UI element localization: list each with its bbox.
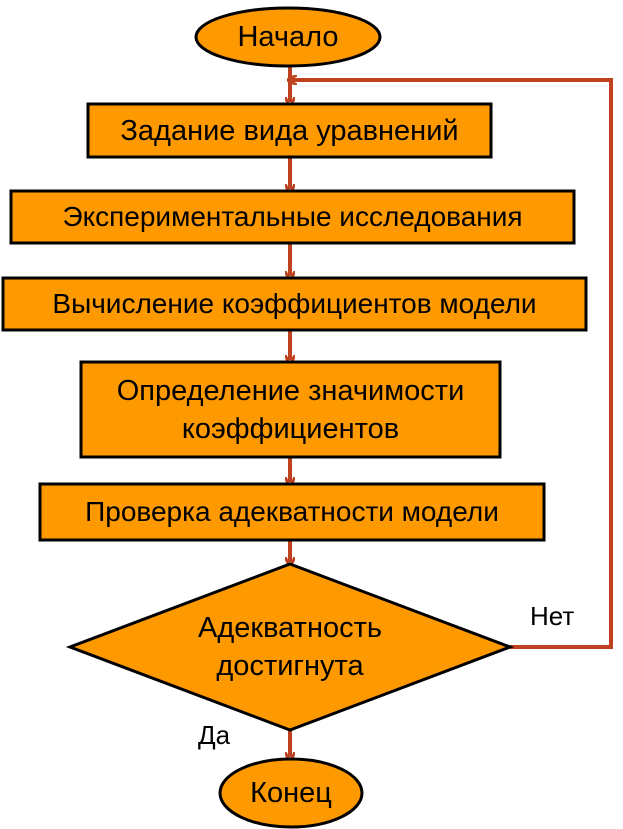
step5-label: Проверка адекватности модели xyxy=(85,496,499,527)
edge-label-no: Нет xyxy=(530,601,575,631)
step3-box xyxy=(1,276,588,332)
step4-box xyxy=(79,360,502,459)
step1-label: Задание вида уравнений xyxy=(120,114,459,147)
start-node-label: Начало xyxy=(237,21,339,53)
end-node-shape xyxy=(218,757,364,829)
connector-decision-no-loop xyxy=(292,80,613,649)
step4-label: Определение значимости коэффициентов xyxy=(116,374,465,445)
step5-box xyxy=(38,482,546,542)
step2-label: Экспериментальные исследования xyxy=(62,201,523,232)
step1-box xyxy=(86,102,493,159)
step3-label: Вычисление коэффициентов модели xyxy=(52,288,537,319)
end-node-label: Конец xyxy=(250,777,332,809)
decision-diamond-shape xyxy=(65,562,515,732)
start-node-shape xyxy=(194,6,382,68)
decision-label: Адекватность достигнута xyxy=(198,612,382,682)
step2-box xyxy=(9,189,576,245)
edge-label-yes: Да xyxy=(198,720,231,750)
